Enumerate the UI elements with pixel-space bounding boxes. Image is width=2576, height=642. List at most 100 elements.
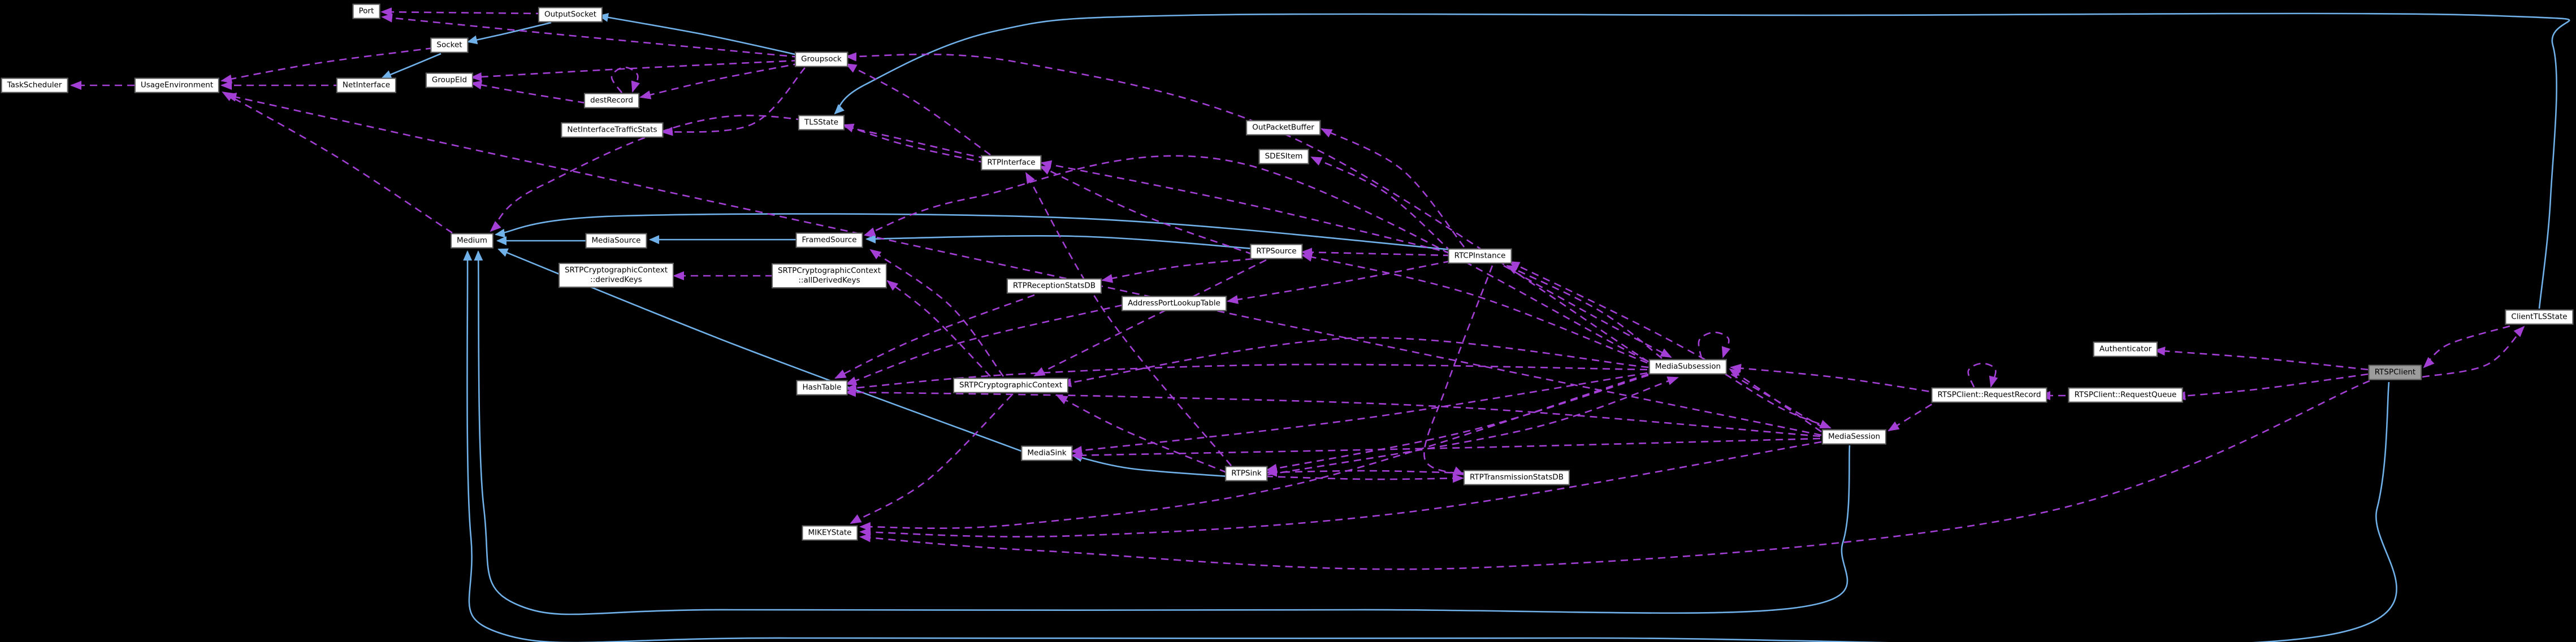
node-RTPSource[interactable]: RTPSource xyxy=(1250,244,1303,259)
node-Authenticator[interactable]: Authenticator xyxy=(2093,341,2158,357)
edge-SRTPCryptographicContext-to-FramedSource xyxy=(869,249,1005,377)
edge-RTSPClient-to-Medium xyxy=(463,250,2397,642)
node-AddressPortLookupTable[interactable]: AddressPortLookupTable xyxy=(1122,296,1227,311)
edge-Socket-to-NetInterface xyxy=(381,53,441,79)
node-SDESItem[interactable]: SDESItem xyxy=(1258,149,1309,164)
node-HashTable[interactable]: HashTable xyxy=(796,380,848,396)
edge-MediaSubsession-to-Groupsock xyxy=(845,52,1649,363)
edge-MediaSubsession-to-MIKEYState xyxy=(859,373,1649,531)
edge-RTCPInstance-to-RTPSource xyxy=(1301,248,1451,257)
node-MediaSource[interactable]: MediaSource xyxy=(585,233,647,249)
edge-RTPSink-to-SRTPCryptographicContext xyxy=(1056,394,1227,474)
node-NetInterface[interactable]: NetInterface xyxy=(336,77,397,93)
edge-Groupsock-to-destRecord xyxy=(639,62,801,99)
node-Socket[interactable]: Socket xyxy=(430,37,469,53)
edge-RTPReceptionStatsDB-to-HashTable xyxy=(834,294,1035,379)
node-RTSPClient_RequestRecord[interactable]: RTSPClient::RequestRecord xyxy=(1931,387,2047,403)
node-UsageEnvironment[interactable]: UsageEnvironment xyxy=(134,77,220,93)
node-NetInterfaceTrafficStats[interactable]: NetInterfaceTrafficStats xyxy=(561,122,664,138)
edge-RTPTransmissionStatsDB-to-RTPSink xyxy=(1266,467,1465,477)
node-RTPReceptionStatsDB[interactable]: RTPReceptionStatsDB xyxy=(1006,278,1102,294)
edge-RTCPInstance-to-Medium xyxy=(495,213,1453,251)
node-RTPInterface[interactable]: RTPInterface xyxy=(981,155,1042,171)
node-SRTPCryptographicContext_derivedKeys[interactable]: SRTPCryptographicContext ::derivedKeys xyxy=(558,263,674,288)
node-OutputSocket[interactable]: OutputSocket xyxy=(538,7,603,23)
edge-RTPSink-to-MediaSink xyxy=(1072,453,1228,478)
node-ClientTLSState[interactable]: ClientTLSState xyxy=(2505,309,2574,325)
edge-SRTPCryptographicContext-to-MIKEYState xyxy=(850,394,1012,524)
edge-RTSPClient-to-MIKEYState xyxy=(859,380,2370,570)
edge-MediaSession-to-Medium xyxy=(474,250,1851,615)
edge-RTCPInstance-to-SDESItem xyxy=(1310,156,1452,253)
node-MediaSubsession[interactable]: MediaSubsession xyxy=(1648,359,1728,375)
node-SRTPCryptographicContext_allDerivedKeys[interactable]: SRTPCryptographicContext ::allDerivedKey… xyxy=(771,263,887,288)
edge-MediaSession-to-MIKEYState xyxy=(859,441,1822,537)
node-MediaSink[interactable]: MediaSink xyxy=(1021,445,1073,461)
edge-Groupsock-to-OutputSocket xyxy=(598,12,800,57)
edge-MediaSubsession-to-MediaSink xyxy=(1071,372,1648,455)
edge-RTSPClient-to-ClientTLSState xyxy=(2422,326,2525,378)
node-TLSState[interactable]: TLSState xyxy=(798,115,845,131)
edge-MediaSubsession-to-RTPSource xyxy=(1301,253,1648,364)
node-Port[interactable]: Port xyxy=(352,3,380,19)
edge-Groupsock-to-GroupEId xyxy=(470,59,799,81)
edge-OutputSocket-to-Socket xyxy=(467,21,552,45)
edge-MediaSink-to-Medium xyxy=(497,248,1025,453)
node-MediaSession[interactable]: MediaSession xyxy=(1821,429,1887,445)
edge-MediaSession-to-RTCPInstance xyxy=(1508,261,1824,429)
edge-Groupsock-to-NetInterfaceTrafficStats xyxy=(661,67,806,136)
edge-RTSPClient_RequestRecord-to-MediaSession xyxy=(1887,397,1943,432)
node-SRTPCryptographicContext[interactable]: SRTPCryptographicContext xyxy=(953,378,1069,393)
edge-RTSPClient-to-Authenticator xyxy=(2154,346,2369,371)
node-RTCPInstance[interactable]: RTCPInstance xyxy=(1448,248,1512,264)
node-TaskScheduler[interactable]: TaskScheduler xyxy=(1,77,68,93)
edge-MediaSubsession-to-SRTPCryptographicContext xyxy=(1060,337,1649,388)
edge-RTPInterface-to-TLSState xyxy=(842,123,986,164)
edge-MediaSubsession-to-MediaSubsession xyxy=(1698,331,1731,359)
edge-SRTPCryptographicContext-to-SRTPCryptographicContext_allDerivedKeys xyxy=(886,280,991,377)
node-RTPSink[interactable]: RTPSink xyxy=(1225,466,1268,482)
node-RTSPClient[interactable]: RTSPClient xyxy=(2368,365,2422,380)
edge-destRecord-to-destRecord xyxy=(611,66,640,93)
edge-RTPSink-to-MediaSubsession xyxy=(1267,376,1679,476)
edge-RTCPInstance-to-OutPacketBuffer xyxy=(1321,128,1465,248)
edge-MediaSubsession-to-FramedSource xyxy=(864,155,1647,362)
edge-MediaSession-to-HashTable xyxy=(845,388,1821,437)
edge-ClientTLSState-to-RTSPClient xyxy=(2423,325,2510,368)
edge-RTPSource-to-RTPReceptionStatsDB xyxy=(1101,258,1253,283)
node-FramedSource[interactable]: FramedSource xyxy=(795,232,863,248)
edge-RTPSink-to-RTPTransmissionStatsDB xyxy=(1265,474,1464,483)
edge-RTPSource-to-FramedSource xyxy=(865,234,1254,250)
node-RTSPClient_RequestQueue[interactable]: RTSPClient::RequestQueue xyxy=(2068,387,2183,403)
edge-RTPSource-to-RTPInterface xyxy=(1039,165,1253,255)
node-Groupsock[interactable]: Groupsock xyxy=(795,51,848,67)
node-RTPTransmissionStatsDB[interactable]: RTPTransmissionStatsDB xyxy=(1463,470,1570,485)
edge-RTCPInstance-to-AddressPortLookupTable xyxy=(1227,260,1451,304)
edge-OutputSocket-to-Port xyxy=(380,7,544,17)
node-GroupEId[interactable]: GroupEId xyxy=(425,72,474,88)
edge-Socket-to-UsageEnvironment xyxy=(220,47,434,84)
edge-RTSPClient_RequestRecord-to-MediaSubsession xyxy=(1730,363,1942,394)
edge-RTPSource-to-SRTPCryptographicContext xyxy=(1033,259,1267,377)
edge-RTPSink-to-RTPInterface xyxy=(1025,172,1232,466)
node-MIKEYState[interactable]: MIKEYState xyxy=(802,525,858,541)
edge-RTPInterface-to-Medium xyxy=(490,115,986,232)
edge-RTSPClient_RequestRecord-to-RTSPClient_RequestRecord xyxy=(1967,362,1998,388)
edge-MediaSubsession-to-RTPSink xyxy=(1266,374,1649,473)
edge-RTCPInstance-to-MediaSubsession xyxy=(1503,264,1672,358)
edge-Groupsock-to-Port xyxy=(381,13,800,58)
edge-MediaSession-to-MediaSink xyxy=(1071,437,1821,460)
node-OutPacketBuffer[interactable]: OutPacketBuffer xyxy=(1246,120,1321,136)
edge-ClientTLSState-to-TLSState xyxy=(834,12,2570,309)
edge-Medium-to-UsageEnvironment xyxy=(222,91,453,234)
node-destRecord[interactable]: destRecord xyxy=(584,93,639,109)
edge-RTPInterface-to-Groupsock xyxy=(845,63,991,156)
edge-RTCPInstance-to-RTPInterface xyxy=(1040,160,1452,254)
edge-MediaSubsession-to-RTCPInstance xyxy=(1506,264,1663,359)
node-Medium[interactable]: Medium xyxy=(451,233,493,249)
edge-AddressPortLookupTable-to-HashTable xyxy=(845,304,1123,385)
edge-RTSPClient-to-RTSPClient_RequestQueue xyxy=(2174,373,2369,401)
edge-MediaSubsession-to-HashTable xyxy=(845,363,1648,393)
